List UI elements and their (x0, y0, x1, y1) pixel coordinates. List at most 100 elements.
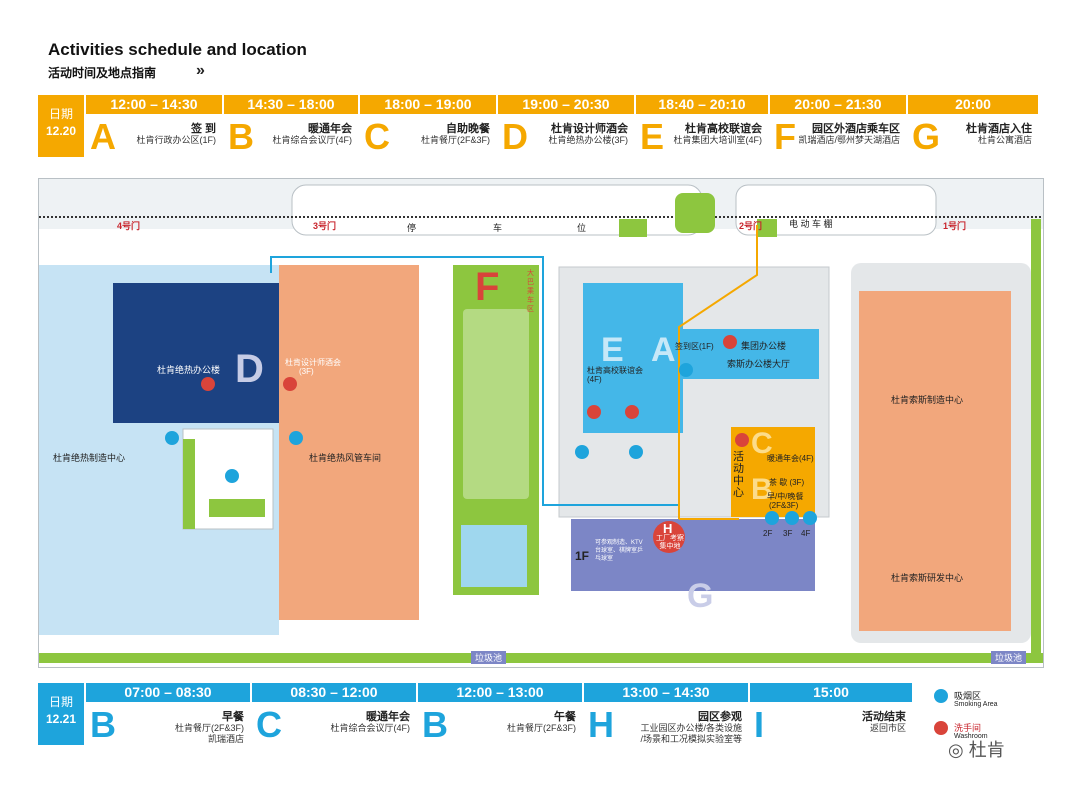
a-letter: A (651, 331, 676, 369)
legend-smoking: 吸烟区 (954, 691, 982, 701)
floor-4f: 4F (801, 529, 811, 538)
ev-shed-area (735, 184, 937, 236)
event-location-2: /场景和工况模拟实验室等 (640, 734, 742, 744)
day2-date-box: 日期 12.21 (38, 683, 84, 745)
double-chevron-icon: » (196, 62, 205, 79)
courtyard-green (183, 439, 195, 529)
sauce-manu-label: 杜肯索斯制造中心 (891, 395, 964, 405)
event-location: 杜肯餐厅(2F&3F) (420, 135, 490, 145)
sports-court (461, 525, 527, 587)
watermark-text: 杜肯 (968, 740, 1005, 760)
smoking-pin (803, 511, 817, 525)
washroom-pin (201, 377, 215, 391)
ev-shed-label: 电 动 车 棚 (789, 219, 833, 229)
floor-2f: 2F (763, 529, 773, 538)
page-subtitle: 活动时间及地点指南 (48, 66, 157, 80)
campus-map: 4号门 3号门 2号门 1号门 停 车 位 电 动 车 棚 杜肯绝热办公楼 杜肯… (38, 178, 1044, 668)
washroom-pin (723, 335, 737, 349)
event-location: 返回市区 (869, 723, 906, 733)
smoking-pin (629, 445, 643, 459)
apartment-label: 杜肯公寓 (575, 597, 612, 607)
page-title: Activities schedule and location (48, 40, 307, 59)
event-time: 12:00 – 14:30 (86, 95, 222, 114)
insulation-center-label: 杜肯绝热制造中心 (53, 453, 126, 463)
h-marker (653, 521, 685, 553)
event-time: 14:30 – 18:00 (224, 95, 358, 114)
smoking-pin (289, 431, 303, 445)
activity-center-label: 活动中心 (733, 451, 744, 499)
group-office-label: 集团办公楼 (741, 341, 787, 351)
parking-label-3: 位 (577, 223, 587, 233)
day2-date: 12.21 (45, 712, 77, 726)
washroom-pin (587, 405, 601, 419)
smoking-pin (785, 511, 799, 525)
watermark: ◎ 杜肯 (948, 736, 1005, 762)
duct-workshop-block (279, 265, 419, 620)
event-time: 12:00 – 13:00 (418, 683, 582, 702)
route-blue (270, 256, 679, 506)
duct-workshop-label: 杜肯绝热风管车间 (309, 453, 382, 463)
event-time: 20:00 (908, 95, 1038, 114)
green-belt-bottom (39, 653, 1043, 663)
event-time: 08:30 – 12:00 (252, 683, 416, 702)
event-title: 活动结束 (862, 711, 906, 723)
parking-label-2: 车 (493, 223, 503, 233)
event-cell: A 签 到杜肯行政办公区(1F) (86, 115, 222, 157)
d-office-label: 杜肯绝热办公楼 (157, 365, 221, 375)
event-location-2: 凯瑞酒店 (207, 734, 244, 744)
washroom-icon (934, 721, 948, 735)
event-location: 杜肯餐厅(2F&3F) (174, 723, 244, 733)
event-letter: F (774, 116, 796, 157)
h-label: 工厂考察集中地 (656, 535, 684, 550)
hotel-label: 杜肯酒店 (737, 597, 774, 607)
c-letter: C (751, 427, 773, 460)
gate-1: 1号门 (943, 221, 967, 231)
day1-date-label: 日期 (48, 107, 73, 121)
h-letter: H (663, 521, 673, 536)
event-location: 工业园区办公楼/各类设施 (640, 723, 742, 733)
event-time: 20:00 – 21:30 (770, 95, 906, 114)
day1-date: 12.20 (45, 124, 77, 138)
event-letter: B (422, 704, 448, 745)
event-location: 杜肯综合会议厅(4F) (272, 135, 353, 145)
gate-4: 4号门 (117, 221, 141, 231)
route-orange (678, 225, 758, 519)
green-belt-right (1031, 219, 1041, 659)
wechat-icon: ◎ (948, 740, 964, 760)
f-letter: F (475, 265, 500, 309)
sauce-lobby-label: 索斯办公楼大厅 (727, 359, 791, 369)
trash-label-1: 垃圾池 (471, 651, 507, 664)
washroom-pin (625, 405, 639, 419)
event-letter: B (90, 704, 116, 745)
washroom-pin (735, 433, 749, 447)
day2-date-label: 日期 (48, 695, 73, 709)
meals-label: 早/中/晚餐 (767, 492, 804, 501)
legend-washroom-en: Washroom (954, 733, 988, 740)
event-title: 杜肯酒店入住 (966, 123, 1032, 135)
smoking-pin (765, 511, 779, 525)
event-location: 杜肯绝热办公楼(3F) (548, 135, 629, 145)
event-title: 签 到 (190, 123, 216, 135)
event-location: 杜肯行政办公区(1F) (136, 135, 217, 145)
apartment-1f: 1F (575, 549, 590, 563)
d-letter: D (235, 347, 264, 391)
event-location: 杜肯公寓酒店 (977, 135, 1032, 145)
smoking-pin (679, 363, 693, 377)
event-cell: G 杜肯酒店入住杜肯公寓酒店 (908, 115, 1038, 157)
floor-3f: 3F (783, 529, 793, 538)
event-letter: G (912, 116, 941, 157)
sauce-rnd-label: 杜肯索斯研发中心 (891, 573, 964, 583)
event-letter: A (90, 116, 116, 157)
event-letter: H (588, 704, 614, 745)
gate-3: 3号门 (313, 221, 337, 231)
event-time: 19:00 – 20:30 (498, 95, 634, 114)
event-letter: B (228, 116, 254, 157)
event-time: 13:00 – 14:30 (584, 683, 748, 702)
event-title: 午餐 (554, 711, 576, 723)
sauce-block (859, 291, 1011, 631)
